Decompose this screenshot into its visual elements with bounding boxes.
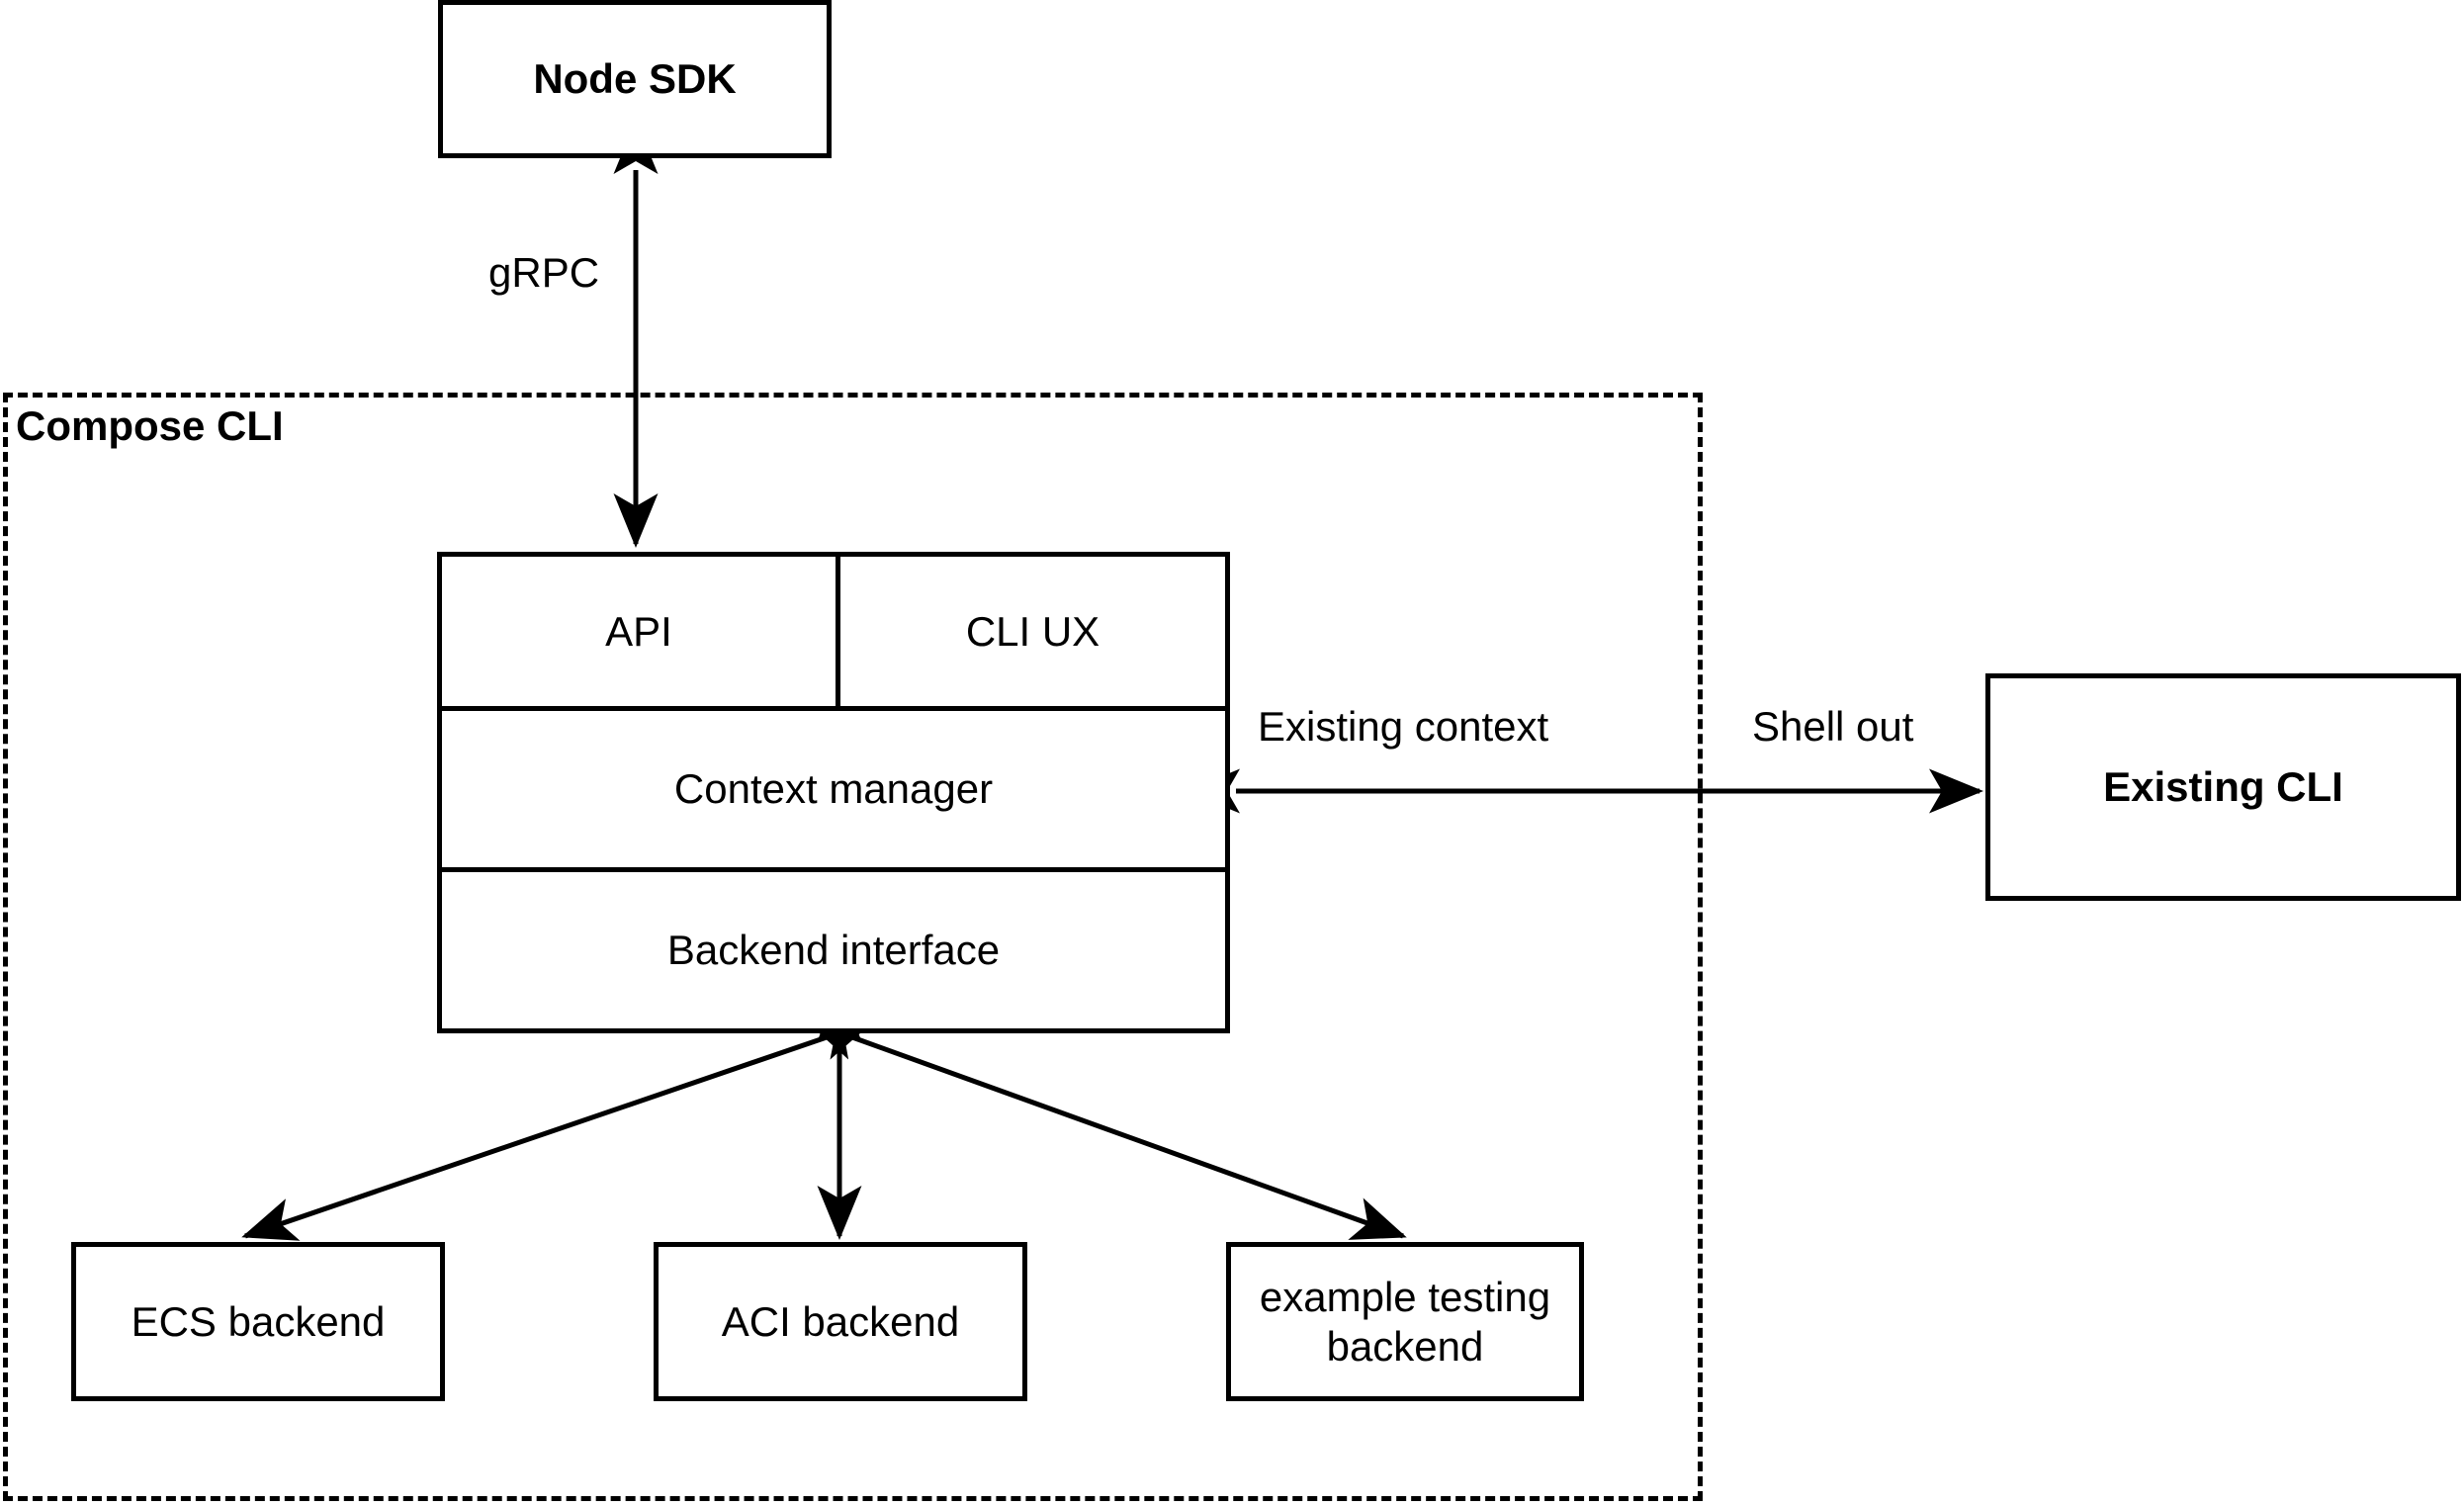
api-cell[interactable]: API [442,557,836,706]
cli-ux-label: CLI UX [965,607,1100,655]
ecs-backend-label: ECS backend [131,1297,386,1345]
compose-cli-group-label: Compose CLI [16,402,284,449]
example-testing-backend-label-line2: backend [1326,1322,1484,1370]
compose-cli-stack-frame [437,552,1230,1033]
backend-interface-cell[interactable]: Backend interface [442,872,1225,1028]
edge-label-shell-out: Shell out [1752,703,1914,750]
aci-backend-box[interactable]: ACI backend [654,1242,1027,1401]
api-label: API [605,607,672,655]
ecs-backend-box[interactable]: ECS backend [71,1242,445,1401]
existing-cli-box[interactable]: Existing CLI [1985,673,2461,901]
aci-backend-label: ACI backend [721,1297,960,1345]
cli-ux-cell[interactable]: CLI UX [840,557,1225,706]
compose-cli-group-container [3,393,1703,1501]
node-sdk-box[interactable]: Node SDK [438,0,832,158]
node-sdk-label: Node SDK [533,55,737,103]
existing-cli-label: Existing CLI [2103,763,2343,811]
backend-interface-label: Backend interface [666,927,1001,974]
edge-label-existing-context: Existing context [1258,703,1549,750]
context-manager-cell[interactable]: Context manager [442,711,1225,867]
edge-label-grpc: gRPC [488,249,600,296]
stack-divider-row1 [437,706,1230,711]
stack-divider-api-cliux [836,552,840,711]
context-manager-label: Context manager [673,765,994,813]
example-testing-backend-box[interactable]: example testing backend [1226,1242,1584,1401]
stack-divider-row2 [437,867,1230,872]
example-testing-backend-label-line1: example testing [1259,1273,1551,1320]
